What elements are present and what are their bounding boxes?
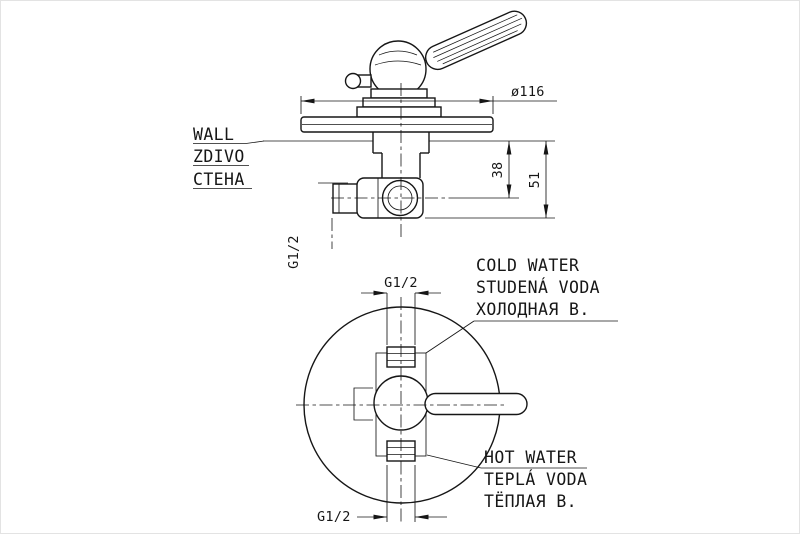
wall-label-line2: ZDIVO	[193, 147, 245, 166]
lever-handle-side-icon	[424, 10, 528, 71]
hot-water-line3: ТЁПЛАЯ В.	[484, 492, 577, 511]
wall-label: WALL ZDIVO СТЕНА	[193, 125, 265, 189]
escutcheon-rings	[356, 88, 442, 118]
wall-leader-line	[245, 140, 265, 144]
centerlines-side	[331, 83, 453, 249]
side-bracket	[353, 387, 373, 421]
dim-diameter-text: ø116	[511, 84, 545, 100]
dim-51-text: 51	[527, 172, 543, 189]
hot-water-label: HOT WATER TEPLÁ VODA ТЁПЛАЯ В.	[426, 448, 587, 511]
front-view: G1/2 G1/2 COLD WATER STUDENÁ VODA ХОЛОДН…	[296, 256, 618, 525]
hot-water-leader-line	[426, 454, 482, 469]
dim-wall-to-outlet: 38	[453, 141, 519, 199]
side-view: ø116 38 51 G1/2 WALL ZDIVO СТЕНА	[193, 10, 557, 269]
centerlines-front	[296, 297, 507, 525]
wall-label-line1: WALL	[193, 125, 234, 144]
dim-flange-diameter: ø116	[300, 84, 557, 114]
dome-cap	[369, 40, 427, 98]
hot-water-line1: HOT WATER	[484, 448, 577, 467]
cold-water-leader-line	[425, 320, 475, 354]
dim-side-thread: G1/2	[286, 182, 348, 269]
g12-bottom-text: G1/2	[317, 509, 351, 525]
cold-water-line2: STUDENÁ VODA	[476, 278, 600, 297]
hot-water-line2: TEPLÁ VODA	[484, 470, 587, 489]
dim-38-text: 38	[490, 162, 506, 179]
g12-top-text: G1/2	[384, 275, 418, 291]
lever-handle-front-icon	[424, 392, 528, 416]
wall-flange	[300, 116, 494, 133]
cold-water-line3: ХОЛОДНАЯ В.	[476, 300, 590, 319]
dim-bottom-thread: G1/2	[317, 465, 447, 525]
cold-water-line1: COLD WATER	[476, 256, 579, 275]
dim-wall-to-bottom: 51	[425, 141, 555, 219]
cold-water-label: COLD WATER STUDENÁ VODA ХОЛОДНАЯ В.	[425, 256, 618, 354]
dim-top-thread: G1/2	[361, 275, 441, 345]
diverter-knob	[344, 72, 372, 90]
wall-label-line3: СТЕНА	[193, 170, 245, 189]
g12-side-text: G1/2	[286, 235, 302, 269]
valve-neck	[372, 132, 430, 178]
